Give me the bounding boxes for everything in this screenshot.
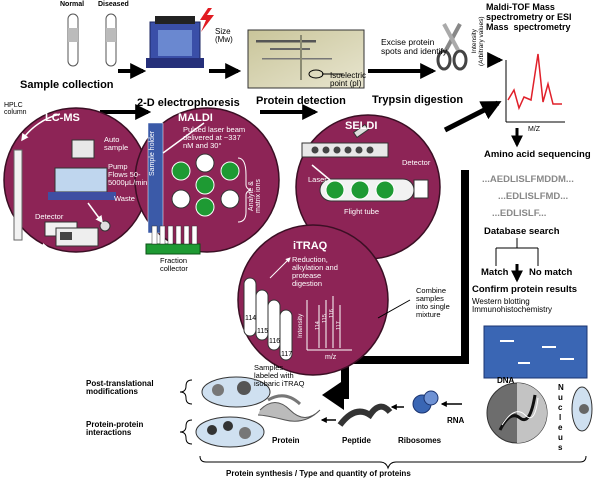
rna-label: RNA <box>447 416 465 425</box>
amino-acid-sequencing-label: Amino acid sequencing <box>484 149 591 160</box>
fraction-collector <box>145 225 201 255</box>
seldi-detector-label: Detector <box>402 158 431 167</box>
samples-labeled-label: Samples labeled with isobaric iTRAQ <box>254 363 305 388</box>
nucleus-letter: u <box>558 433 563 442</box>
small-cell <box>571 386 593 432</box>
pump-label: Pump Flows 50- 5000μL/min <box>108 162 148 187</box>
size-mw-label: Size (Mw) <box>215 27 233 45</box>
flight-tube-label: Flight tube <box>344 207 380 216</box>
isoelectric-label: Isoelectric point (pI) <box>330 71 367 89</box>
nucleus-letter: s <box>558 443 563 452</box>
itraq-spectrum <box>306 296 352 351</box>
confirm-label: Confirm protein results <box>472 284 578 295</box>
trypsin-label: Trypsin digestion <box>372 94 464 106</box>
bottom-arrows <box>320 401 462 423</box>
hplc-label: HPLC column <box>4 102 27 117</box>
peak-label-116: 116 <box>329 309 335 318</box>
tube-label-116: 116 <box>269 338 281 345</box>
seldi-chip <box>301 123 389 158</box>
analyte-bracket <box>237 157 252 223</box>
lcms-detector-label: Detector <box>35 212 64 221</box>
sample-tubes <box>67 13 117 67</box>
nucleus-letter: u <box>558 393 563 402</box>
normal-label: Normal <box>60 1 85 8</box>
itraq-intensity-label: Intensity <box>297 313 304 338</box>
tube-label-114: 114 <box>245 315 257 322</box>
tube-label-115: 115 <box>257 328 269 335</box>
sample-holder-label: Sample holder <box>149 130 156 176</box>
protein-detection-label: Protein detection <box>256 95 346 107</box>
peak-label-117: 117 <box>336 321 342 330</box>
analyte-label: Analyte & matrix ions <box>248 179 263 213</box>
top-flow-arrows <box>118 52 504 79</box>
waste-label: Waste <box>114 194 135 203</box>
combine-pointer <box>377 299 411 319</box>
database-search-label: Database search <box>484 226 560 237</box>
excise-label: Excise protein spots and identify <box>381 37 448 56</box>
tube-label-117: 117 <box>281 351 293 358</box>
sample-collection-label: Sample collection <box>20 79 114 91</box>
flight-tube <box>311 164 429 202</box>
peptide-ribbon <box>337 403 393 427</box>
bottom-braces <box>179 379 587 470</box>
mz-axis-label: M/Z <box>528 126 541 133</box>
analyte-ion-circles <box>171 153 240 217</box>
western-blot-image <box>483 325 588 379</box>
reduction-label: Reduction, alkylation and protease diges… <box>292 255 338 288</box>
lightning-icon <box>200 8 214 32</box>
combine-label: Combine samples into single mixture <box>416 286 450 319</box>
diseased-label: Diseased <box>98 1 129 8</box>
seldi-title: SELDI <box>345 120 378 132</box>
nucleus-letter: l <box>559 413 562 422</box>
protein-synthesis-label: Protein synthesis / Type and quantity of… <box>226 469 411 478</box>
mass-spectrum-plot <box>505 53 565 123</box>
confirm-methods-label: Western blotting Immunohistochemistry <box>472 297 553 315</box>
nucleus-cell <box>486 382 548 444</box>
match-label: Match <box>481 267 509 278</box>
ppi-cell <box>195 416 265 448</box>
peak-label-115: 115 <box>322 314 328 323</box>
ppi-label: Protein-protein interactions <box>86 420 144 438</box>
peak-label-114: 114 <box>315 321 321 330</box>
laser-beam-label: Pulsed laser beam delivered at ~337 nM a… <box>183 125 246 150</box>
dna-label: DNA <box>497 376 515 385</box>
itraq-pointer <box>269 257 291 279</box>
auto-sample-label: Auto sample <box>104 135 129 152</box>
nucleus-letter: N <box>558 383 564 392</box>
no-match-label: No match <box>529 267 573 278</box>
nucleus-letter: e <box>558 423 563 432</box>
sequence-2: ...EDLISLFMD... <box>498 191 569 202</box>
ptm-cell <box>201 376 271 408</box>
electrophoresis-label: 2-D electrophoresis <box>137 97 240 109</box>
ms-title: Maldi-TOF Mass spectrometry or ESI Mass … <box>486 2 572 32</box>
search-branch-lines <box>495 238 539 283</box>
sequence-3: ...EDLISLF... <box>492 208 547 219</box>
protein-structure <box>257 394 321 422</box>
ptm-label: Post-translational modifications <box>86 379 154 397</box>
itraq-tubes <box>243 277 293 361</box>
protein-label: Protein <box>272 436 300 445</box>
itraq-mz-label: m/z <box>325 354 337 361</box>
fraction-collector-label: Fraction collector <box>160 256 188 273</box>
sequence-1: ...AEDLISLFMDDM... <box>482 174 574 185</box>
ribosomes-icon <box>412 390 439 414</box>
peptide-label: Peptide <box>342 436 371 445</box>
ribosomes-label: Ribosomes <box>398 436 442 445</box>
electrophoresis-apparatus <box>146 16 204 68</box>
intensity-axis-label: Intensity (Arbitrary values) <box>471 16 485 66</box>
laser-beam-line <box>162 122 205 154</box>
scissors-icon <box>436 23 468 71</box>
nucleus-letter: c <box>558 403 563 412</box>
itraq-title: iTRAQ <box>293 240 328 252</box>
seldi-laser-label: Laser <box>308 175 327 184</box>
gel-image <box>247 29 365 89</box>
lcms-title: LC-MS <box>45 112 80 124</box>
maldi-title: MALDI <box>178 112 213 124</box>
detector-box <box>55 227 99 247</box>
